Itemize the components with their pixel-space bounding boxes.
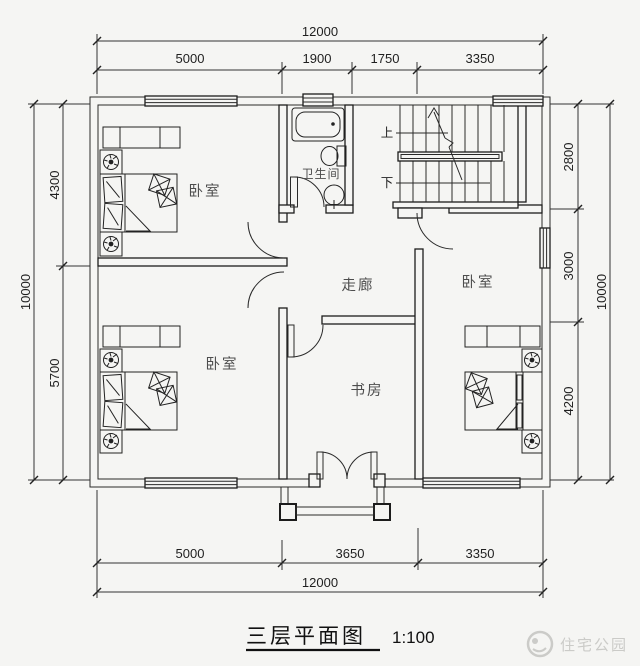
brand-logo-icon [526, 630, 554, 658]
interior-walls [97, 104, 543, 480]
dim-bottom-overall: 12000 [302, 575, 338, 590]
bathroom-fixtures [291, 107, 347, 209]
window-stairs [492, 95, 544, 107]
bedroom-bottom-left-furniture [99, 325, 181, 454]
toilet [320, 145, 347, 167]
windows [144, 93, 551, 489]
dim-top-seg-1: 5000 [176, 51, 205, 66]
decor-pillow-icon [147, 173, 178, 209]
dim-left-seg-1: 4300 [47, 171, 62, 200]
stair-treads [399, 105, 505, 202]
dim-right-seg-2: 3000 [561, 252, 576, 281]
bed [99, 371, 178, 431]
dim-right-overall: 10000 [594, 274, 609, 310]
window-bottom-left [144, 477, 238, 489]
room-label-bathroom: 卫生间 [301, 167, 340, 181]
room-label-corridor: 走廊 [342, 277, 375, 294]
nightstand [521, 429, 543, 454]
decor-pillow-icon [464, 372, 494, 409]
wardrobe [102, 126, 181, 149]
dimensions-right: 2800 3000 4200 10000 [550, 99, 615, 485]
nightstand [99, 429, 123, 454]
door-arc-bedroom-right [416, 212, 454, 250]
door-arc-bedroom-top-left [247, 221, 285, 259]
bed [464, 371, 524, 431]
floor-plan-title: 三层平面图 [246, 625, 366, 648]
watermark: 住宅公园 [526, 630, 628, 658]
balcony [279, 486, 391, 521]
nightstand [99, 348, 123, 373]
nightstand [99, 149, 123, 175]
nightstand [99, 231, 123, 257]
stairs-down-label: 下 [381, 176, 394, 190]
lamp-icon [524, 352, 540, 368]
door-study [287, 324, 324, 358]
wardrobe [464, 325, 541, 348]
dim-top-seg-2: 1900 [303, 51, 332, 66]
bathtub [291, 107, 345, 142]
dim-top-overall: 12000 [302, 24, 338, 39]
lamp-icon [103, 352, 119, 368]
window-bathroom [302, 93, 334, 107]
lamp-icon [103, 236, 119, 252]
balcony-door-opening [319, 478, 375, 488]
dim-left-seg-2: 5700 [47, 359, 62, 388]
door-arc-bedroom-bottom-left [247, 271, 285, 309]
room-label-study: 书房 [351, 382, 384, 399]
dim-top-seg-4: 3350 [466, 51, 495, 66]
bedroom-right-furniture [464, 325, 543, 454]
nightstand [521, 348, 543, 373]
doors [247, 176, 454, 488]
dim-bottom-seg-2: 3650 [336, 546, 365, 561]
dim-right-seg-1: 2800 [561, 143, 576, 172]
window-top-left [144, 95, 238, 107]
bedroom-top-left-furniture [99, 126, 181, 257]
dim-right-seg-3: 4200 [561, 387, 576, 416]
staircase: 上 下 [381, 105, 505, 202]
dimensions-top: 12000 5000 1900 1750 3350 [92, 24, 548, 94]
door-bathroom [290, 176, 325, 208]
balcony-french-doors [308, 451, 386, 488]
dim-left-overall: 10000 [18, 274, 33, 310]
bed [99, 173, 178, 233]
wardrobe [102, 325, 181, 348]
dimensions-bottom: 5000 3650 3350 12000 [92, 490, 548, 598]
lamp-icon [524, 433, 540, 449]
scale-label: 1:100 [392, 628, 435, 647]
sink [323, 184, 345, 209]
title-block: 三层平面图 1:100 [246, 625, 435, 652]
lamp-icon [103, 154, 119, 170]
stair-handrail [397, 151, 503, 162]
room-label-bedroom-bottom-left: 卧室 [206, 356, 239, 373]
window-right-wall [539, 227, 551, 269]
watermark-brand: 住宅公园 [560, 637, 628, 654]
lamp-icon [103, 433, 119, 449]
dim-bottom-seg-3: 3350 [466, 546, 495, 561]
decor-pillow-icon [147, 371, 178, 407]
window-bottom-right [422, 477, 521, 489]
room-label-bedroom-top-left: 卧室 [189, 183, 222, 200]
stairs-direction-arrow [427, 107, 463, 181]
room-label-bedroom-right: 卧室 [462, 274, 495, 291]
dim-top-seg-3: 1750 [371, 51, 400, 66]
dim-bottom-seg-1: 5000 [176, 546, 205, 561]
dimensions-left: 10000 4300 5700 [18, 99, 90, 485]
stairs-up-label: 上 [381, 126, 394, 140]
